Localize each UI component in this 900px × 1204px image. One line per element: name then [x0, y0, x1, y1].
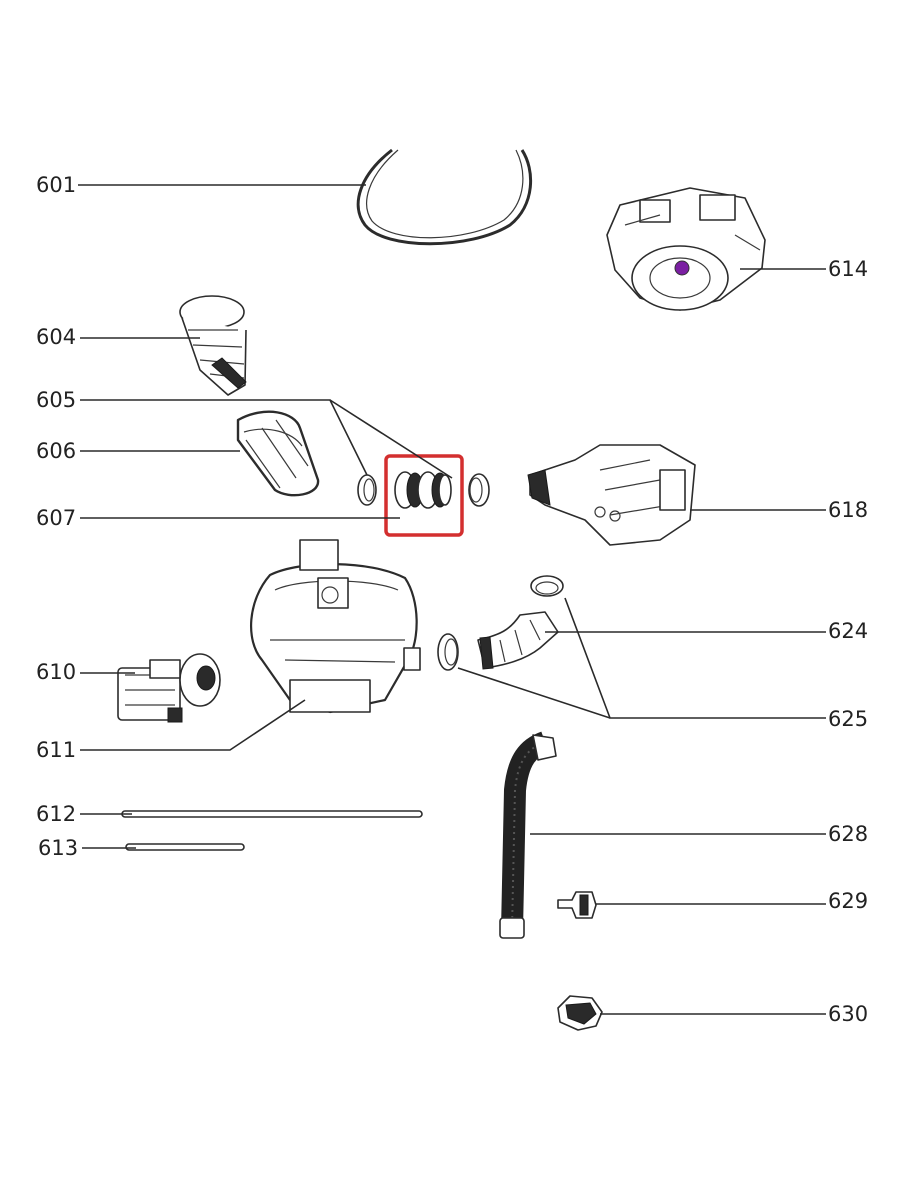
- part-604-filter: [179, 295, 247, 396]
- part-605-clamps: [357, 473, 490, 507]
- label-630: 630: [828, 1002, 869, 1026]
- label-613: 613: [38, 836, 79, 860]
- label-628: 628: [828, 822, 869, 846]
- label-612: 612: [36, 802, 77, 826]
- label-618: 618: [828, 498, 869, 522]
- part-610-drain-pump: [117, 653, 221, 723]
- label-610: 610: [36, 660, 77, 684]
- part-624-drain-hose: [477, 611, 559, 670]
- label-606: 606: [36, 439, 77, 463]
- part-625-clamps: [437, 575, 564, 671]
- part-613-rod: [125, 843, 245, 851]
- part-618-heater-housing: [527, 444, 696, 546]
- leader-lines: [78, 184, 826, 1015]
- highlight-box-607: [384, 454, 464, 537]
- part-614-heat-pump: [606, 187, 766, 311]
- part-628-corrugated-hose: [499, 731, 557, 939]
- part-601-gasket: [356, 148, 533, 246]
- part-611-sump: [250, 539, 421, 714]
- label-629: 629: [828, 889, 869, 913]
- label-605: 605: [36, 388, 77, 412]
- label-601: 601: [36, 173, 77, 197]
- part-606-filter-cage: [236, 410, 320, 497]
- label-625: 625: [828, 707, 869, 731]
- part-607-seal: [394, 471, 452, 509]
- label-624: 624: [828, 619, 869, 643]
- part-630-connector: [557, 995, 603, 1031]
- label-611: 611: [36, 738, 77, 762]
- label-607: 607: [36, 506, 77, 530]
- part-612-rod: [121, 810, 423, 818]
- label-614: 614: [828, 257, 869, 281]
- part-629-valve: [557, 891, 597, 919]
- label-604: 604: [36, 325, 77, 349]
